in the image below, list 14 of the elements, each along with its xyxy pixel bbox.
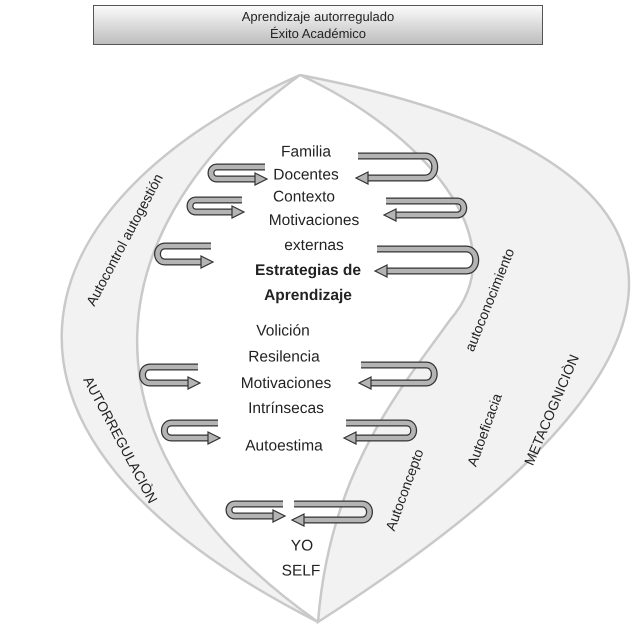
center-label: YO [290,536,314,556]
center-label: Docentes [272,166,340,186]
title-text: Éxito Académico [270,25,366,42]
center-label: Estrategias de Aprendizaje [254,261,362,306]
title-box [93,5,543,45]
center-label: Motivaciones Intrínsecas [240,374,332,419]
center-label: SELF [280,562,322,582]
center-label: Familia [280,142,332,162]
title-text: Aprendizaje autorregulado [242,8,394,25]
center-label: Motivaciones externas [268,211,360,256]
center-label: Volición [255,322,311,342]
center-label: Autoestima [244,436,324,456]
center-label: Resilencia [247,348,321,368]
center-label: Contexto [272,188,336,208]
